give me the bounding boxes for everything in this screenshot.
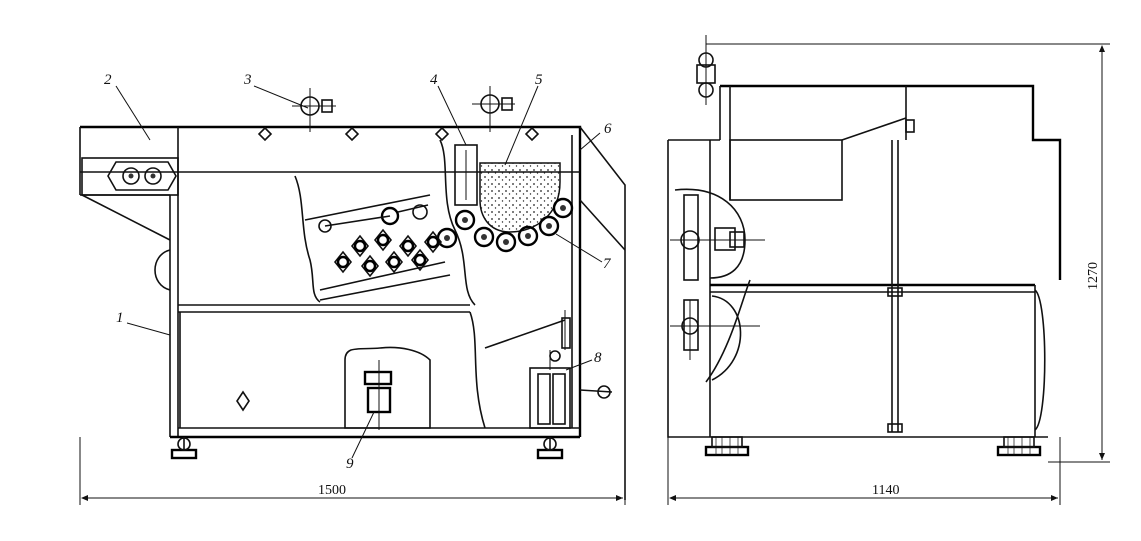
handwheel-valve-4 [472, 86, 515, 132]
cutaway-lower [469, 311, 486, 429]
roller [552, 197, 574, 219]
gear [350, 234, 370, 258]
top-fittings [257, 86, 540, 142]
gear [384, 250, 404, 274]
rollers-7 [436, 197, 574, 253]
callout-labels: 1 2 3 4 5 6 7 8 9 [104, 72, 612, 472]
dimension-side-width: 1140 [667, 437, 1061, 505]
rivet-markers [257, 126, 540, 142]
marker-diamond [236, 390, 250, 412]
front-view [79, 86, 626, 500]
gear [373, 228, 393, 252]
chute-lower [484, 319, 566, 349]
crank-drive-8 [529, 310, 613, 429]
motor-9 [344, 346, 431, 430]
side-top-valve [696, 35, 716, 105]
roller [436, 227, 458, 249]
gear [360, 254, 380, 278]
dim-label-1500: 1500 [318, 483, 346, 498]
feed-inlet [81, 157, 179, 196]
roller [517, 225, 539, 247]
gear [423, 230, 443, 254]
callout-2: 2 [104, 72, 112, 88]
gear [398, 234, 418, 258]
roller [538, 215, 560, 237]
handwheel-valve-3 [292, 88, 336, 132]
callout-7: 7 [603, 256, 612, 272]
gear-train [318, 204, 443, 278]
cutaway-interior [294, 139, 561, 306]
callout-8: 8 [594, 350, 602, 366]
dim-label-1270: 1270 [1086, 262, 1101, 290]
callout-4: 4 [430, 72, 438, 88]
side-view [667, 35, 1062, 457]
gear [410, 248, 430, 272]
callout-9: 9 [346, 456, 354, 472]
front-feet [170, 437, 564, 460]
roller [473, 226, 495, 248]
callout-6: 6 [604, 121, 612, 137]
dim-label-1140: 1140 [872, 483, 899, 498]
callout-5: 5 [535, 72, 543, 88]
gear [333, 250, 353, 274]
callout-1: 1 [116, 310, 124, 326]
hopper-5 [479, 162, 561, 233]
side-cutaway [670, 188, 765, 383]
dimension-front-width: 1500 [79, 437, 626, 505]
side-frame [667, 84, 1062, 438]
dimension-side-height: 1270 [706, 43, 1110, 463]
roller [495, 231, 517, 253]
leader-lines [115, 85, 603, 459]
roller [454, 209, 476, 231]
callout-3: 3 [243, 72, 252, 88]
side-feet [704, 436, 1042, 457]
